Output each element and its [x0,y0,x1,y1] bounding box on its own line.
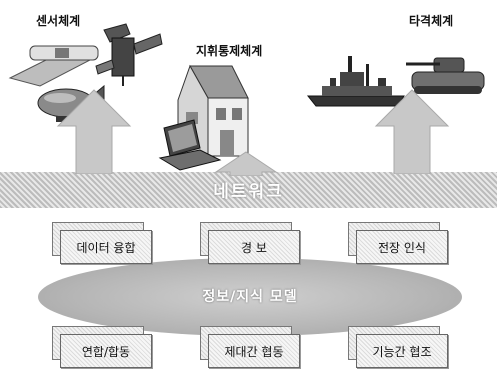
knowledge-model-label: 정보/지식 모델 [202,289,298,305]
network-label: 네트워크 [213,182,284,202]
sensor-system-title: 센서체계 [36,14,81,28]
knowledge-model-ellipse [38,258,462,336]
card-label: 데이터 융합 [60,230,152,264]
card-label: 경 보 [208,230,300,264]
command-up-arrow [214,151,278,176]
card-functional-coordination: 기능간 협조 [348,326,448,368]
tank-icon [406,57,485,94]
card-label: 전장 인식 [356,230,448,264]
card-echelon-cooperation: 제대간 협동 [200,326,300,368]
card-label: 제대간 협동 [208,334,300,368]
card-battlefield-awareness: 전장 인식 [348,222,448,264]
command-illustrations [158,64,249,171]
card-label: 연합/합동 [60,334,152,368]
card-alert: 경 보 [200,222,300,264]
strike-illustrations [306,56,485,107]
strike-system-title: 타격체계 [409,14,454,28]
card-joint-combined: 연합/합동 [52,326,152,368]
card-label: 기능간 협조 [356,334,448,368]
laptop-icon [158,119,222,171]
card-data-fusion: 데이터 융합 [52,222,152,264]
sensor-up-arrow [56,89,132,174]
network-bar [0,172,497,208]
surveillance-aircraft-icon [8,45,99,87]
satellite-icon [95,23,163,86]
strike-up-arrow [374,89,450,174]
warship-icon [306,56,405,107]
command-system-title: 지휘통제체계 [196,44,263,58]
